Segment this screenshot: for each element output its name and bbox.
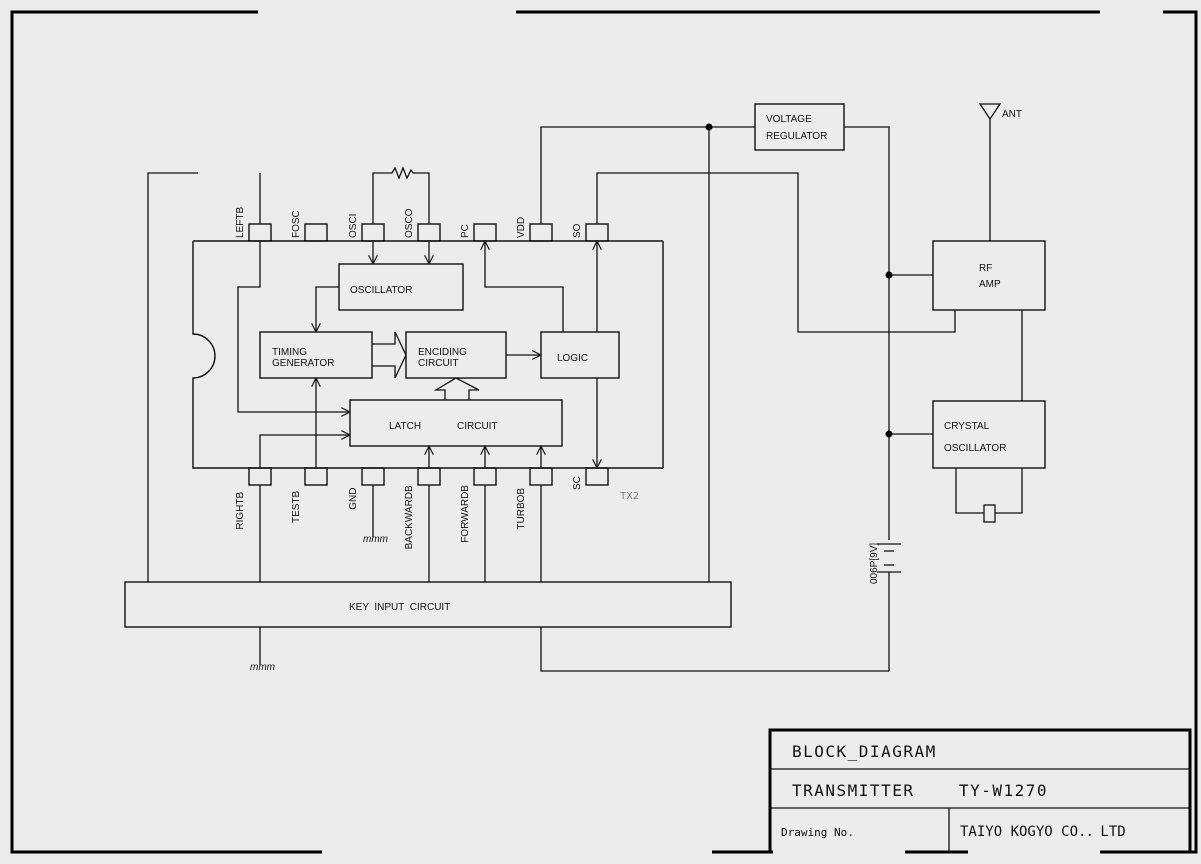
latch-label-2: CIRCUIT	[457, 421, 498, 432]
timing-generator-block: TIMING GENERATOR	[259, 331, 373, 379]
voltage-regulator-block: VOLTAGE REGULATOR	[754, 103, 845, 151]
xtal-label-1: CRYSTAL	[944, 421, 990, 432]
logic-label: LOGIC	[557, 353, 588, 364]
oscillator-label: OSCILLATOR	[350, 285, 412, 296]
pin-turbob	[529, 467, 553, 486]
pin-leftb	[248, 223, 272, 242]
oscillator-resistor	[372, 166, 430, 224]
vreg-label-2: REGULATOR	[766, 131, 827, 142]
pin-label-vdd: VDD	[516, 217, 527, 238]
encoding-label-1: ENCIDING	[418, 347, 467, 358]
sheet-frame	[10, 10, 1198, 854]
pin-label-osco: OSCO	[404, 208, 415, 238]
pin-label-gnd: GND	[348, 488, 359, 510]
top-pins: LEFTB FOSC OSCI OSCO PC VDD SO	[235, 207, 609, 242]
chip-tx2: TX2	[192, 240, 664, 502]
pin-gnd	[361, 467, 385, 486]
antenna-label: ANT	[1002, 109, 1022, 120]
rf-amp-block: RF AMP	[932, 240, 1046, 311]
pin-label-rightb: RIGHTB	[235, 491, 246, 529]
latch-label-1: LATCH	[389, 421, 421, 432]
logic-block: LOGIC	[540, 331, 620, 379]
pin-label-so: SO	[572, 223, 583, 238]
pin-rightb	[248, 467, 272, 486]
title-text: BLOCK_DIAGRAM	[792, 742, 937, 761]
pin-osco	[417, 223, 441, 242]
title-block: BLOCK_DIAGRAM TRANSMITTER TY-W1270 Drawi…	[768, 728, 1192, 852]
crystal-oscillator-block: CRYSTAL OSCILLATOR	[932, 400, 1046, 469]
pin-label-forwardb: FORWARDB	[460, 485, 471, 543]
internal-wiring	[237, 241, 597, 468]
external-wiring: ттт ттт	[147, 103, 1023, 673]
company-name: TAIYO KOGYO CO.．LTD	[960, 824, 1126, 840]
rf-label-1: RF	[979, 263, 992, 274]
pin-label-pc: PC	[460, 224, 471, 238]
key-input-circuit-block: KEY INPUT CIRCUIT	[124, 581, 732, 628]
pin-label-testb: TESTB	[291, 490, 302, 523]
pin-label-osci: OSCI	[348, 214, 359, 238]
rf-label-2: AMP	[979, 279, 1001, 290]
battery-label: 006P[9V]	[869, 543, 880, 584]
encoding-circuit-block: ENCIDING CIRCUIT	[405, 331, 507, 379]
pin-forwardb	[473, 467, 497, 486]
pin-backwardb	[417, 467, 441, 486]
vreg-label-1: VOLTAGE	[766, 114, 812, 125]
pin-so	[585, 223, 609, 242]
xtal-label-2: OSCILLATOR	[944, 443, 1006, 454]
pin-label-sc: SC	[572, 476, 583, 490]
pin-pc	[473, 223, 497, 242]
drawing-number-label: Drawing No.	[781, 826, 854, 839]
ground-symbol-icon-2: ттт	[250, 662, 275, 673]
bottom-pins: RIGHTB TESTB GND BACKWARDB FORWARDB TURBOB SC	[235, 467, 609, 549]
pin-testb	[304, 467, 328, 486]
latch-circuit-block: LATCH CIRCUIT	[349, 399, 563, 447]
pin-sc	[585, 467, 609, 486]
pin-label-fosc: FOSC	[291, 210, 302, 238]
pin-label-leftb: LEFTB	[235, 207, 246, 238]
chip-label: TX2	[620, 491, 639, 502]
subtitle-text: TRANSMITTER TY-W1270	[792, 781, 1048, 800]
encoding-label-2: CIRCUIT	[418, 358, 459, 369]
timing-label-2: GENERATOR	[272, 358, 334, 369]
pin-label-backwardb: BACKWARDB	[404, 485, 415, 549]
key-input-label: KEY INPUT CIRCUIT	[349, 602, 450, 613]
pin-vdd	[529, 223, 553, 242]
oscillator-block: OSCILLATOR	[338, 263, 464, 311]
pin-osci	[361, 223, 385, 242]
ground-symbol-icon: ттт	[363, 534, 388, 545]
timing-label-1: TIMING	[272, 347, 307, 358]
pin-fosc	[304, 223, 328, 242]
pin-label-turbob: TURBOB	[516, 488, 527, 530]
